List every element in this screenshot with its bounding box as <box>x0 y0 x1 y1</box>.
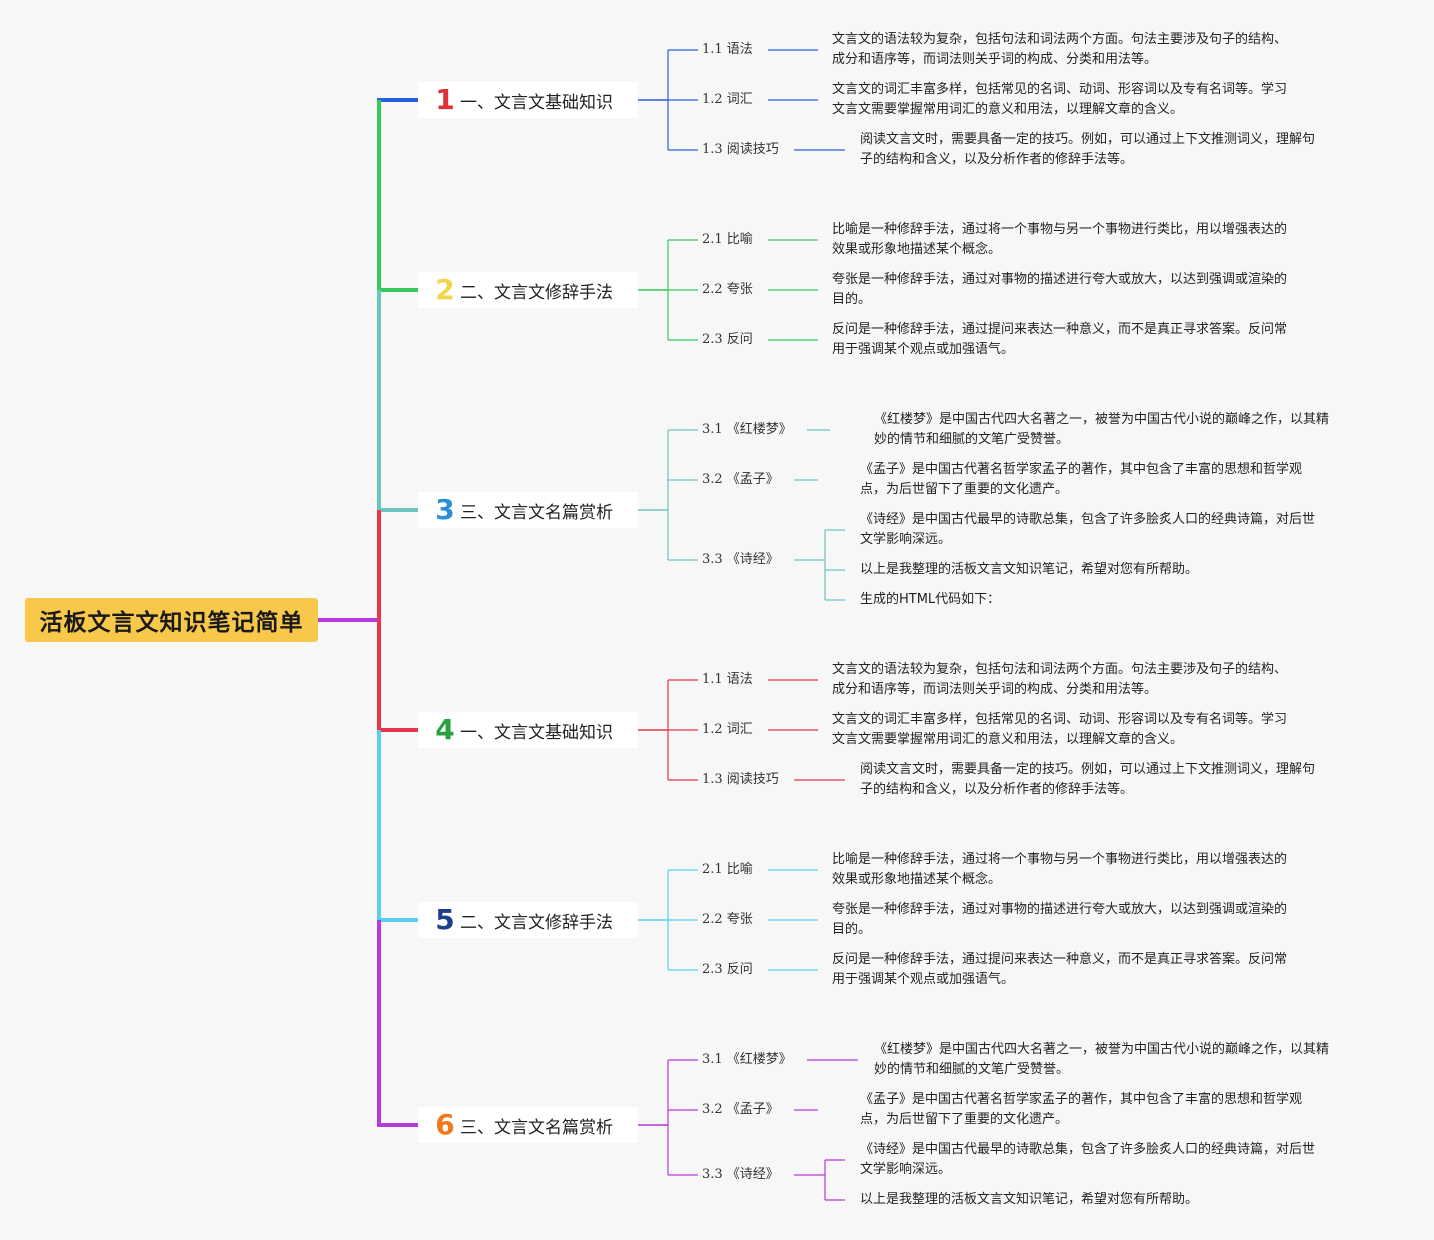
subtopic-label[interactable]: 3.1 《红楼梦》 <box>702 422 792 437</box>
topic-description: 夸张是一种修辞手法，通过对事物的描述进行夸大或放大，以达到强调或渲染的 目的。 <box>832 272 1288 307</box>
topic-description: 反问是一种修辞手法，通过提问来表达一种意义，而不是真正寻求答案。反问常 用于强调… <box>832 952 1288 987</box>
topic-description: 比喻是一种修辞手法，通过将一个事物与另一个事物进行类比，用以增强表达的 效果或形… <box>832 222 1288 257</box>
subtopic-label[interactable]: 2.1 比喻 <box>702 232 753 247</box>
branch-label: 二、文言文修辞手法 <box>460 912 613 933</box>
child-description: 以上是我整理的活板文言文知识笔记，希望对您有所帮助。 <box>860 1192 1199 1207</box>
subtopic-label[interactable]: 2.3 反问 <box>702 962 753 977</box>
child-description: 《诗经》是中国古代最早的诗歌总集，包含了许多脍炙人口的经典诗篇，对后世 文学影响… <box>860 512 1316 547</box>
branch-label: 三、文言文名篇赏析 <box>460 1117 613 1138</box>
subtopic-label[interactable]: 1.1 语法 <box>702 42 753 57</box>
subtopic-label[interactable]: 3.2 《孟子》 <box>702 472 779 487</box>
topic-description: 《孟子》是中国古代著名哲学家孟子的著作，其中包含了丰富的思想和哲学观 点，为后世… <box>860 1092 1303 1127</box>
subtopic-label[interactable]: 2.2 夸张 <box>702 912 753 927</box>
branch-label: 一、文言文基础知识 <box>460 722 613 743</box>
child-description: 以上是我整理的活板文言文知识笔记，希望对您有所帮助。 <box>860 562 1199 577</box>
topic-description: 《孟子》是中国古代著名哲学家孟子的著作，其中包含了丰富的思想和哲学观 点，为后世… <box>860 462 1303 497</box>
topic-description: 文言文的语法较为复杂，包括句法和词法两个方面。句法主要涉及句子的结构、 成分和语… <box>832 662 1288 697</box>
topic-description: 文言文的语法较为复杂，包括句法和词法两个方面。句法主要涉及句子的结构、 成分和语… <box>832 32 1288 67</box>
branch-number: 3 <box>435 493 455 526</box>
topic-description: 《红楼梦》是中国古代四大名著之一，被誉为中国古代小说的巅峰之作，以其精 妙的情节… <box>874 412 1330 447</box>
branch-label: 三、文言文名篇赏析 <box>460 502 613 523</box>
subtopic-label[interactable]: 3.3 《诗经》 <box>702 552 779 567</box>
subtopic-label[interactable]: 1.3 阅读技巧 <box>702 772 779 787</box>
subtopic-label[interactable]: 1.3 阅读技巧 <box>702 142 779 157</box>
subtopic-label[interactable]: 1.2 词汇 <box>702 722 753 737</box>
topic-description: 阅读文言文时，需要具备一定的技巧。例如，可以通过上下文推测词义，理解句 子的结构… <box>860 132 1316 167</box>
child-description: 生成的HTML代码如下： <box>860 592 1001 607</box>
subtopic-label[interactable]: 1.1 语法 <box>702 672 753 687</box>
subtopic-label[interactable]: 3.3 《诗经》 <box>702 1167 779 1182</box>
topic-description: 文言文的词汇丰富多样，包括常见的名词、动词、形容词以及专有名词等。学习 文言文需… <box>832 712 1288 747</box>
subtopic-label[interactable]: 1.2 词汇 <box>702 92 753 107</box>
subtopic-label[interactable]: 2.2 夸张 <box>702 282 753 297</box>
branch-number: 2 <box>435 273 455 306</box>
topic-description: 夸张是一种修辞手法，通过对事物的描述进行夸大或放大，以达到强调或渲染的 目的。 <box>832 902 1288 937</box>
topic-description: 文言文的词汇丰富多样，包括常见的名词、动词、形容词以及专有名词等。学习 文言文需… <box>832 82 1288 117</box>
branch-label: 一、文言文基础知识 <box>460 92 613 113</box>
topic-description: 阅读文言文时，需要具备一定的技巧。例如，可以通过上下文推测词义，理解句 子的结构… <box>860 762 1316 797</box>
subtopic-label[interactable]: 2.3 反问 <box>702 332 753 347</box>
child-description: 《诗经》是中国古代最早的诗歌总集，包含了许多脍炙人口的经典诗篇，对后世 文学影响… <box>860 1142 1316 1177</box>
branch-label: 二、文言文修辞手法 <box>460 282 613 303</box>
topic-description: 反问是一种修辞手法，通过提问来表达一种意义，而不是真正寻求答案。反问常 用于强调… <box>832 322 1288 357</box>
subtopic-label[interactable]: 3.1 《红楼梦》 <box>702 1052 792 1067</box>
branch-number: 6 <box>435 1108 455 1141</box>
root-topic[interactable]: 活板文言文知识笔记简单 <box>25 598 318 642</box>
topic-description: 《红楼梦》是中国古代四大名著之一，被誉为中国古代小说的巅峰之作，以其精 妙的情节… <box>874 1042 1330 1077</box>
branch-number: 4 <box>435 713 455 746</box>
subtopic-label[interactable]: 3.2 《孟子》 <box>702 1102 779 1117</box>
subtopic-label[interactable]: 2.1 比喻 <box>702 862 753 877</box>
topic-description: 比喻是一种修辞手法，通过将一个事物与另一个事物进行类比，用以增强表达的 效果或形… <box>832 852 1288 887</box>
branch-number: 5 <box>435 903 455 936</box>
branch-number: 1 <box>435 83 455 116</box>
